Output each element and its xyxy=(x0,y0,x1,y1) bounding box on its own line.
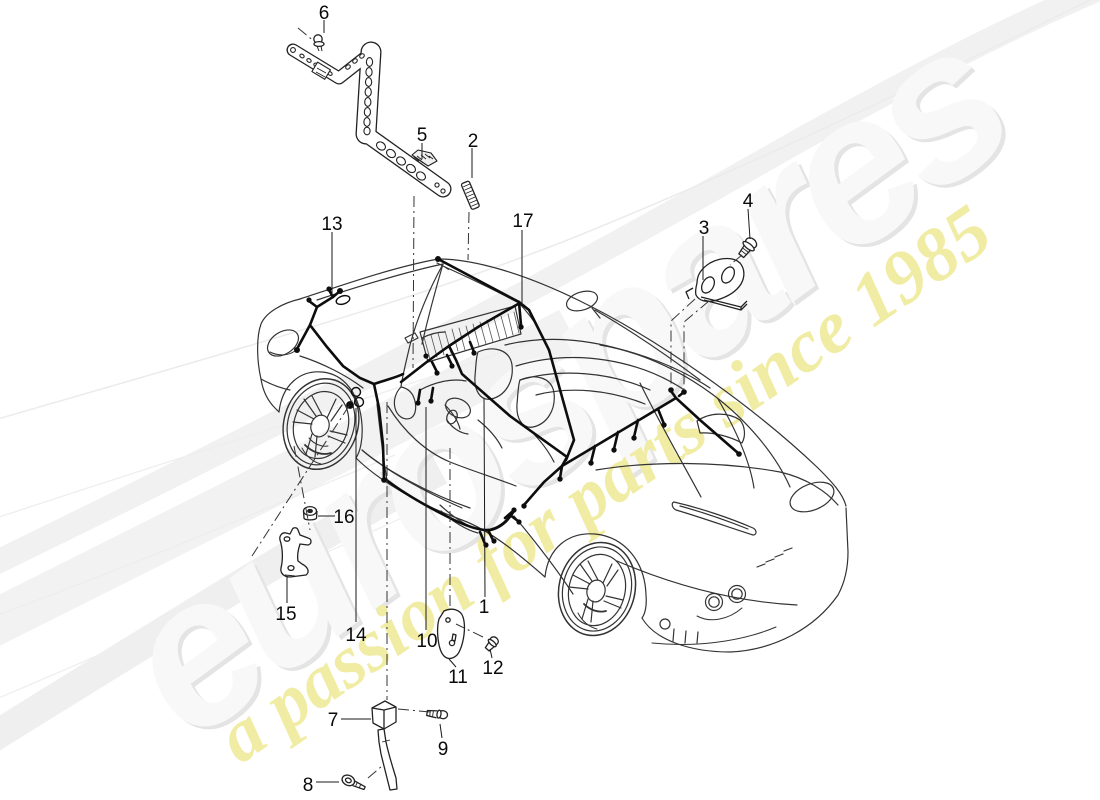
svg-text:12: 12 xyxy=(482,658,503,679)
svg-text:10: 10 xyxy=(416,631,437,652)
svg-text:14: 14 xyxy=(345,625,367,646)
svg-text:11: 11 xyxy=(448,667,468,688)
svg-text:2: 2 xyxy=(468,131,479,152)
svg-text:1: 1 xyxy=(479,597,490,618)
svg-text:4: 4 xyxy=(743,191,754,212)
svg-text:16: 16 xyxy=(333,507,354,528)
svg-text:3: 3 xyxy=(699,218,710,239)
svg-text:9: 9 xyxy=(438,739,449,760)
svg-text:6: 6 xyxy=(319,3,330,24)
svg-text:5: 5 xyxy=(417,125,428,146)
svg-text:17: 17 xyxy=(512,211,533,232)
svg-text:15: 15 xyxy=(275,604,296,625)
svg-text:13: 13 xyxy=(321,214,342,235)
svg-text:7: 7 xyxy=(328,710,339,731)
svg-text:8: 8 xyxy=(303,775,314,796)
